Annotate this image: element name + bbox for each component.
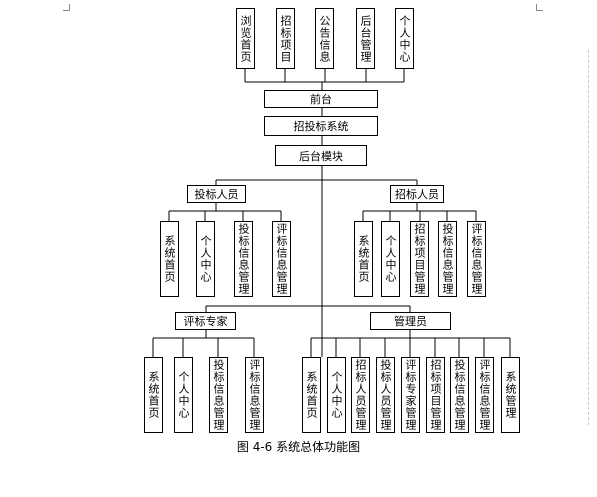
page-corner-mark <box>63 4 70 11</box>
function-box: 个人中心 <box>196 221 215 297</box>
frontend-node: 前台 <box>264 90 378 108</box>
function-box: 投标信息管理 <box>450 357 469 433</box>
figure-caption: 图 4-6 系统总体功能图 <box>236 440 361 454</box>
function-box: 个人中心 <box>381 221 400 297</box>
function-box: 评标信息管理 <box>475 357 494 433</box>
page-corner-mark <box>536 4 543 11</box>
frontend-page-box: 招标项目 <box>276 8 295 69</box>
role-bidder-node: 投标人员 <box>187 185 246 203</box>
function-box: 系统管理 <box>501 357 520 433</box>
function-box: 投标信息管理 <box>438 221 457 297</box>
function-box: 投标人员管理 <box>376 357 395 433</box>
function-box: 系统首页 <box>144 357 163 433</box>
function-box: 系统首页 <box>302 357 321 433</box>
frontend-page-box: 个人中心 <box>395 8 414 69</box>
function-box: 投标信息管理 <box>234 221 253 297</box>
function-box: 投标信息管理 <box>209 357 228 433</box>
function-box: 评标专家管理 <box>401 357 420 433</box>
function-box: 个人中心 <box>327 357 346 433</box>
system-node: 招投标系统 <box>264 116 378 136</box>
frontend-page-box: 浏览首页 <box>236 8 255 69</box>
frontend-page-box: 后台管理 <box>356 8 375 69</box>
function-box: 评标信息管理 <box>245 357 264 433</box>
function-box: 招标项目管理 <box>410 221 429 297</box>
role-expert-node: 评标专家 <box>175 312 236 330</box>
role-admin-node: 管理员 <box>370 312 451 330</box>
function-box: 招标人员管理 <box>351 357 370 433</box>
frontend-page-box: 公告信息 <box>315 8 334 69</box>
function-box: 招标项目管理 <box>426 357 445 433</box>
backend-node: 后台模块 <box>275 145 367 166</box>
function-box: 系统首页 <box>160 221 179 297</box>
function-box: 系统首页 <box>354 221 373 297</box>
function-box: 评标信息管理 <box>467 221 486 297</box>
function-box: 评标信息管理 <box>272 221 291 297</box>
function-box: 个人中心 <box>174 357 193 433</box>
page-margin-guide <box>588 50 589 425</box>
role-tenderer-node: 招标人员 <box>390 185 444 203</box>
